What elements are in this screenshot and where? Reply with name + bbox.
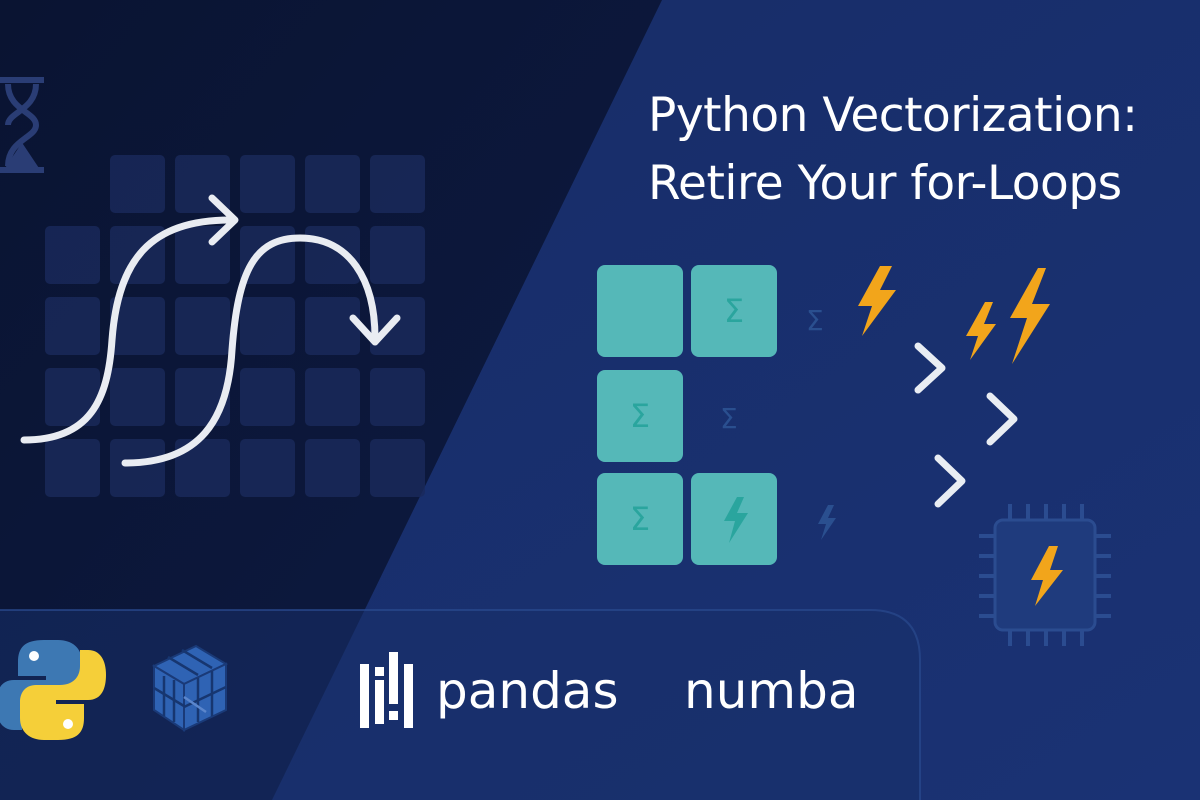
grid-square xyxy=(110,439,165,497)
sigma-symbol: Σ xyxy=(723,292,745,330)
lightning-icon xyxy=(858,266,896,336)
speed-arrows xyxy=(736,342,1018,508)
title-line-1: Python Vectorization: xyxy=(648,88,1138,143)
grid-square xyxy=(175,297,230,355)
bottom-logo-panel xyxy=(0,610,920,800)
faint-sigma: Σ xyxy=(720,402,738,435)
grid-square xyxy=(110,155,165,213)
grid-square xyxy=(370,155,425,213)
grid-square xyxy=(305,155,360,213)
grid-square xyxy=(305,297,360,355)
grid-square xyxy=(45,368,100,426)
grid-square xyxy=(240,297,295,355)
cpu-chip-icon xyxy=(979,504,1111,646)
grid-square xyxy=(240,439,295,497)
faint-sigma: Σ xyxy=(806,304,824,337)
teal-cell xyxy=(691,265,777,357)
pandas-wordmark: pandas xyxy=(436,662,619,720)
python-logo-icon xyxy=(0,640,106,740)
grid-square xyxy=(110,368,165,426)
grid-square xyxy=(305,368,360,426)
teal-cell xyxy=(597,370,683,462)
background-grid xyxy=(45,155,425,497)
grid-square xyxy=(45,439,100,497)
grid-square xyxy=(370,368,425,426)
lightning-icon xyxy=(1010,268,1050,364)
grid-square xyxy=(305,439,360,497)
lightning-icon xyxy=(966,302,996,360)
sigma-symbol: Σ xyxy=(629,397,651,435)
numba-wordmark: numba xyxy=(684,662,859,720)
grid-square xyxy=(175,439,230,497)
panel-border xyxy=(0,609,921,800)
grid-square xyxy=(240,368,295,426)
pandas-bars-icon xyxy=(360,652,413,728)
grid-square xyxy=(240,155,295,213)
faint-sigmas: Σ Σ xyxy=(720,304,824,435)
grid-square xyxy=(370,439,425,497)
grid-square xyxy=(45,297,100,355)
title-line-2: Retire Your for-Loops xyxy=(648,156,1122,211)
teal-cell xyxy=(597,265,683,357)
grid-square xyxy=(305,226,360,284)
loop-arrows xyxy=(20,194,401,467)
numpy-cube-icon xyxy=(151,644,229,732)
lightning-icon xyxy=(1031,546,1063,606)
grid-square xyxy=(110,297,165,355)
teal-cell xyxy=(597,473,683,565)
grid-square xyxy=(45,226,100,284)
grid-square xyxy=(370,226,425,284)
lightning-icon xyxy=(724,497,748,543)
vector-cells xyxy=(597,265,777,565)
grid-square xyxy=(370,297,425,355)
hourglass-icon xyxy=(0,77,44,173)
lightning-icon xyxy=(818,505,836,540)
sigma-symbol: Σ xyxy=(629,500,651,538)
lightning-bolts xyxy=(858,266,1050,364)
